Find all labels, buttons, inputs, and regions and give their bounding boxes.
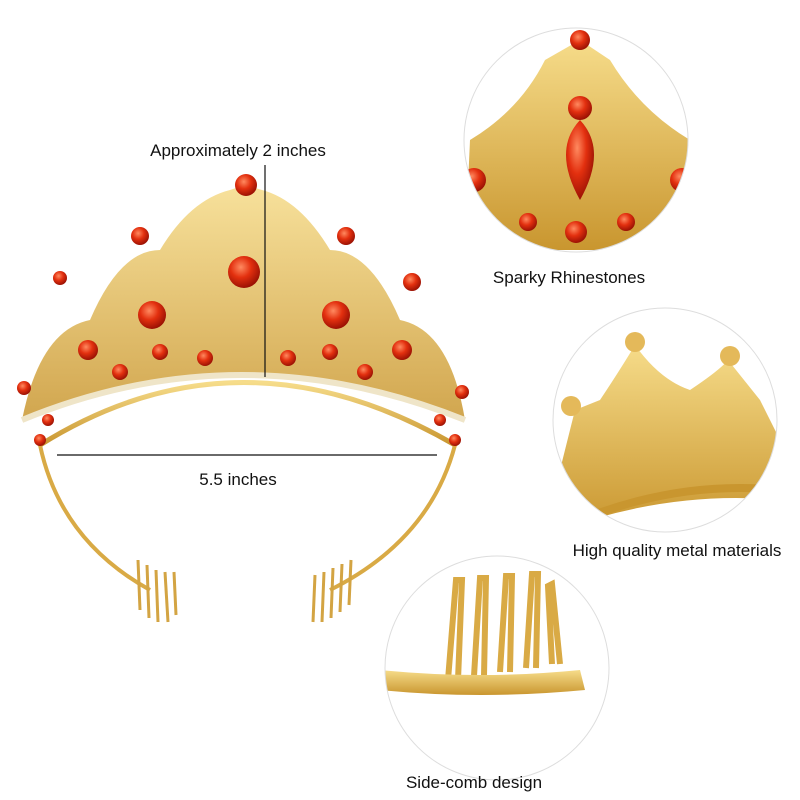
ruby-stone [455, 385, 469, 399]
tiara [17, 174, 469, 623]
ruby-stone [228, 256, 260, 288]
ruby-stone [112, 364, 128, 380]
comb-left [136, 559, 178, 623]
detail-rhinestones [464, 28, 688, 252]
ruby-stone [235, 174, 257, 196]
caption-metal: High quality metal materials [572, 541, 782, 560]
ruby-stone [337, 227, 355, 245]
caption-side-comb: Side-comb design [405, 773, 543, 792]
ruby-stone [53, 271, 67, 285]
detail-metal [553, 308, 777, 532]
ruby-stone [392, 340, 412, 360]
height-annotation: Approximately 2 inches [150, 141, 326, 160]
ruby-stone [131, 227, 149, 245]
ruby-stone [449, 434, 461, 446]
ruby-stone [434, 414, 446, 426]
ruby-stone [138, 301, 166, 329]
ruby-stone [78, 340, 98, 360]
ruby-stone [34, 434, 46, 446]
detail-comb [385, 556, 609, 780]
ruby-stone [17, 381, 31, 395]
comb-right [311, 559, 353, 623]
ruby-stone [322, 301, 350, 329]
ruby-stone [322, 344, 338, 360]
ruby-stone [280, 350, 296, 366]
width-annotation: 5.5 inches [199, 470, 277, 489]
ruby-stone [357, 364, 373, 380]
caption-rhinestones: Sparky Rhinestones [492, 268, 646, 287]
ruby-stones [17, 174, 469, 446]
ruby-stone [152, 344, 168, 360]
ruby-stone [42, 414, 54, 426]
ruby-stone [197, 350, 213, 366]
ruby-stone [403, 273, 421, 291]
